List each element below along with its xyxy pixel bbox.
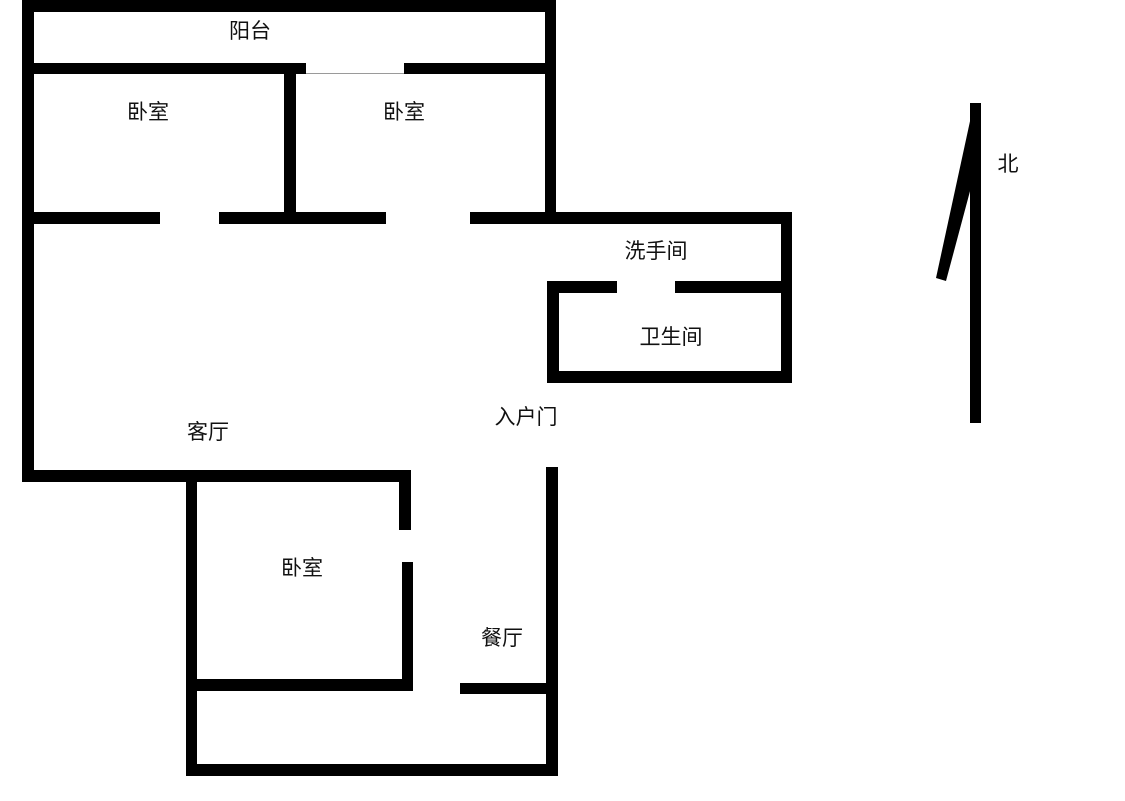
wall-bath-bottom bbox=[547, 371, 792, 383]
room-label-balcony: 阳台 bbox=[229, 19, 271, 43]
wall-dining-right bbox=[546, 467, 558, 776]
wall-dining-stub bbox=[460, 683, 546, 694]
room-label-entrance: 入户门 bbox=[494, 405, 558, 429]
wall-bedroom-bottom-1 bbox=[34, 212, 160, 224]
wall-balcony-left bbox=[34, 63, 306, 74]
wall-left bbox=[22, 0, 34, 482]
balcony-door-line bbox=[306, 73, 404, 74]
wall-bedroom-divider bbox=[284, 74, 296, 214]
wall-balcony-right bbox=[404, 63, 545, 74]
wall-bath-right bbox=[781, 212, 792, 383]
wall-bedroom-south-bottom bbox=[197, 679, 413, 691]
wall-bedroom-south-left bbox=[186, 470, 197, 776]
room-label-bedroom-ne: 卧室 bbox=[383, 100, 425, 124]
wall-bath-inner-right bbox=[675, 281, 782, 293]
wall-living-bottom bbox=[22, 470, 411, 482]
wall-bedroom-right bbox=[545, 0, 556, 224]
wall-bedroom-bottom-2 bbox=[219, 212, 386, 224]
wall-top bbox=[22, 0, 556, 12]
room-label-living-room: 客厅 bbox=[187, 420, 229, 444]
wall-bath-inner-left bbox=[547, 281, 617, 293]
wall-bedroom-south-door-top bbox=[399, 470, 411, 530]
wall-bath-left bbox=[547, 281, 559, 383]
room-label-bedroom-nw: 卧室 bbox=[127, 100, 169, 124]
wall-bedroom-south-right bbox=[402, 562, 413, 691]
compass-north-label: 北 bbox=[997, 152, 1019, 176]
room-label-dining-room: 餐厅 bbox=[481, 626, 523, 650]
wall-bottom bbox=[186, 764, 558, 776]
north-arrow-icon bbox=[936, 103, 981, 423]
room-label-bathroom: 卫生间 bbox=[639, 325, 703, 349]
room-label-washroom: 洗手间 bbox=[624, 239, 688, 263]
wall-bedroom-bottom-3 bbox=[470, 212, 792, 224]
room-label-bedroom-south: 卧室 bbox=[281, 556, 323, 580]
